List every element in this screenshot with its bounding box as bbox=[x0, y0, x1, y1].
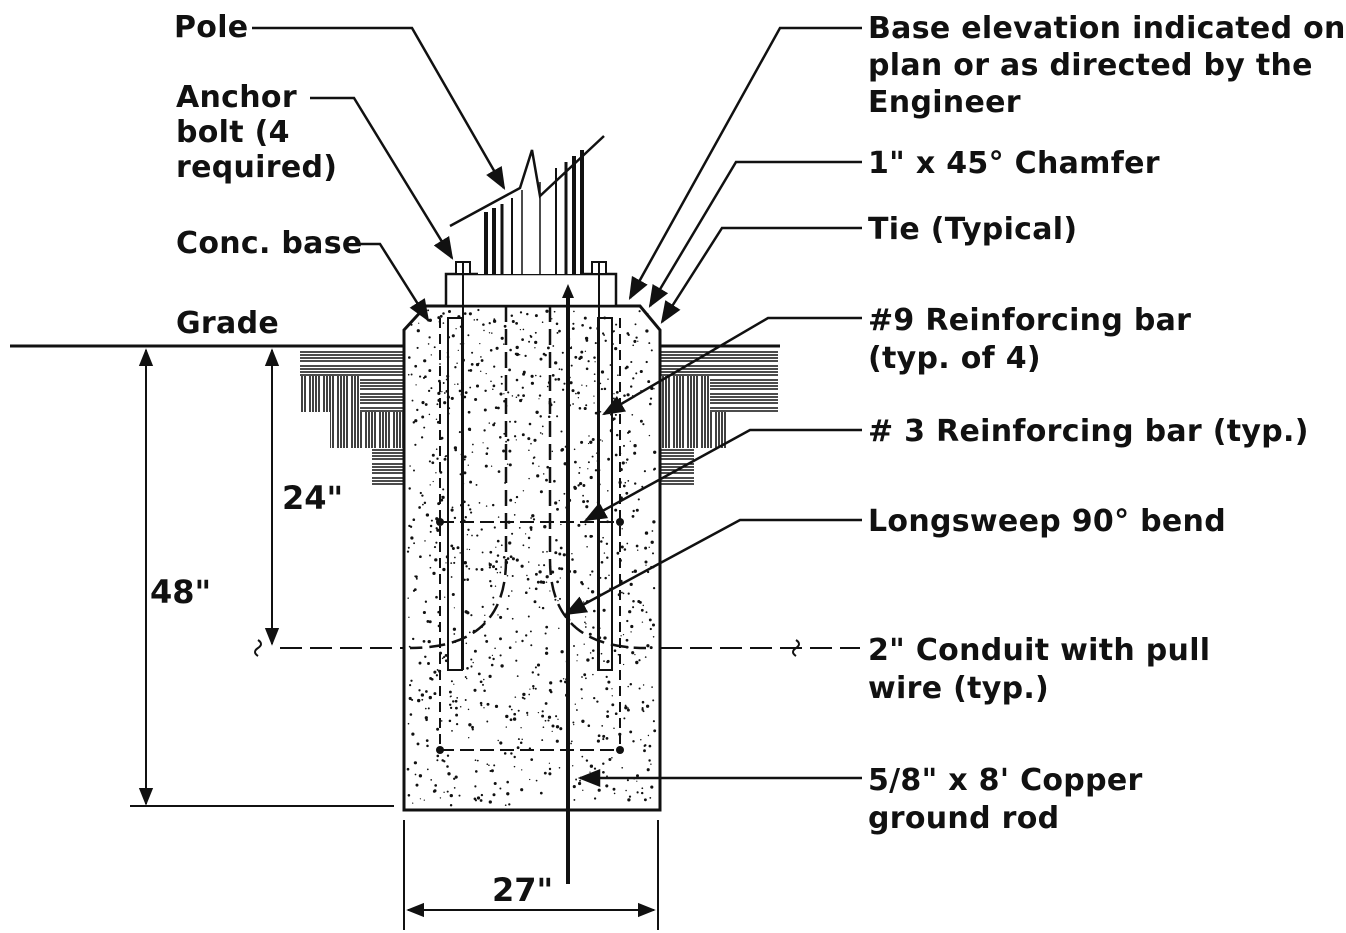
label-conc-base-text: Conc. base bbox=[176, 226, 363, 261]
label-grade: Grade bbox=[176, 306, 279, 341]
label-ground-rod: 5/8" x 8' Copper ground rod bbox=[868, 762, 1143, 838]
label-chamfer-text: 1" x 45° Chamfer bbox=[868, 146, 1160, 181]
dimension-27-text: 27" bbox=[492, 871, 554, 909]
label-rebar-3-text: # 3 Reinforcing bar (typ.) bbox=[868, 414, 1309, 449]
label-conduit: 2" Conduit with pull wire (typ.) bbox=[868, 632, 1210, 708]
label-ground-rod-line1: 5/8" x 8' Copper bbox=[868, 763, 1143, 798]
label-conduit-line1: 2" Conduit with pull bbox=[868, 633, 1211, 668]
label-longsweep-text: Longsweep 90° bend bbox=[868, 504, 1226, 539]
dimension-24-text: 24" bbox=[282, 479, 344, 517]
dimension-48: 48" bbox=[150, 574, 211, 610]
foundation-detail-drawing: Pole Anchor bolt (4 required) Conc. base… bbox=[10, 10, 1346, 930]
label-anchor-bolt-line3: required) bbox=[176, 150, 338, 185]
label-base-elevation: Base elevation indicated on plan or as d… bbox=[868, 10, 1346, 121]
label-pole-text: Pole bbox=[174, 10, 249, 45]
label-rebar-9-line2: (typ. of 4) bbox=[868, 341, 1041, 376]
label-anchor-bolt-line1: Anchor bbox=[176, 80, 297, 115]
soil-hatch-left bbox=[300, 348, 404, 486]
label-conc-base: Conc. base bbox=[176, 226, 363, 261]
dimension-48-text: 48" bbox=[150, 573, 212, 611]
leader-lines bbox=[252, 26, 862, 787]
label-anchor-bolt-line2: bolt (4 bbox=[176, 115, 290, 150]
soil-hatch-right bbox=[660, 348, 778, 486]
label-longsweep: Longsweep 90° bend bbox=[868, 504, 1226, 539]
label-pole: Pole bbox=[174, 10, 248, 45]
label-tie-text: Tie (Typical) bbox=[868, 212, 1078, 247]
label-rebar-9: #9 Reinforcing bar (typ. of 4) bbox=[868, 302, 1191, 378]
dimension-27: 27" bbox=[492, 872, 553, 908]
label-chamfer: 1" x 45° Chamfer bbox=[868, 146, 1160, 181]
pole bbox=[449, 135, 605, 274]
anchor-bolts bbox=[447, 261, 613, 671]
label-base-elevation-line3: Engineer bbox=[868, 85, 1021, 120]
label-base-elevation-line2: plan or as directed by the bbox=[868, 48, 1313, 83]
pole-plate bbox=[444, 272, 618, 308]
label-conduit-line2: wire (typ.) bbox=[868, 671, 1050, 706]
label-rebar-3: # 3 Reinforcing bar (typ.) bbox=[868, 414, 1309, 449]
dimension-24: 24" bbox=[282, 480, 343, 516]
label-ground-rod-line2: ground rod bbox=[868, 801, 1060, 836]
foundation-section-svg bbox=[10, 26, 862, 930]
ground-rod bbox=[562, 284, 574, 884]
label-grade-text: Grade bbox=[176, 306, 279, 341]
conduits bbox=[254, 306, 860, 657]
label-base-elevation-line1: Base elevation indicated on bbox=[868, 11, 1346, 46]
label-rebar-9-line1: #9 Reinforcing bar bbox=[868, 303, 1192, 338]
dimension-lines bbox=[130, 348, 659, 930]
reinforcing-bars bbox=[436, 318, 624, 754]
label-tie: Tie (Typical) bbox=[868, 212, 1077, 247]
concrete-base bbox=[402, 304, 662, 812]
label-anchor-bolt: Anchor bolt (4 required) bbox=[176, 80, 337, 185]
